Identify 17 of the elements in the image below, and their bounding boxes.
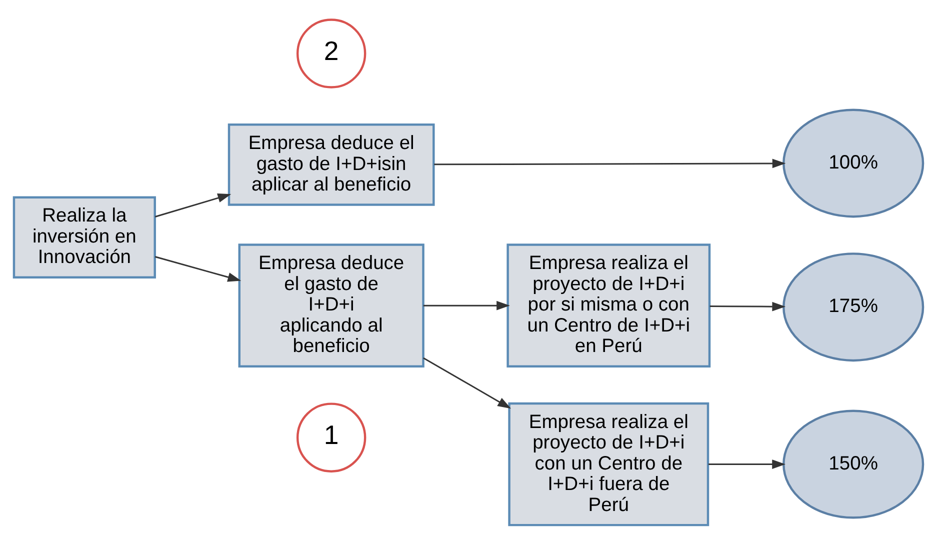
node-box: Empresa deduce el gasto de I+D+isin aplicar al beneficio: [228, 123, 435, 206]
arrow: [154, 256, 242, 282]
arrow: [434, 158, 786, 168]
node-circle: 2: [296, 18, 366, 88]
node-box: Empresa realiza el proyecto de I+D+i con un Centro de I+D+i fuera de Perú: [508, 402, 710, 526]
node-ellipse: 150%: [782, 409, 924, 518]
arrow: [154, 192, 232, 217]
arrow: [710, 301, 786, 311]
node-box: Empresa realiza el proyecto de I+D+i por si misma o con un Centro de I+D+i en Perú: [506, 243, 711, 367]
node-box: Empresa deduce el gasto de I+D+i aplicando al beneficio: [238, 243, 424, 367]
node-ellipse: 100%: [782, 108, 924, 218]
arrow: [708, 459, 786, 468]
node-circle: 1: [296, 402, 366, 472]
node-box: Realiza la inversión en Innovación: [12, 196, 156, 278]
node-ellipse: 175%: [782, 252, 924, 362]
arrow: [423, 300, 510, 310]
arrow: [423, 356, 512, 408]
